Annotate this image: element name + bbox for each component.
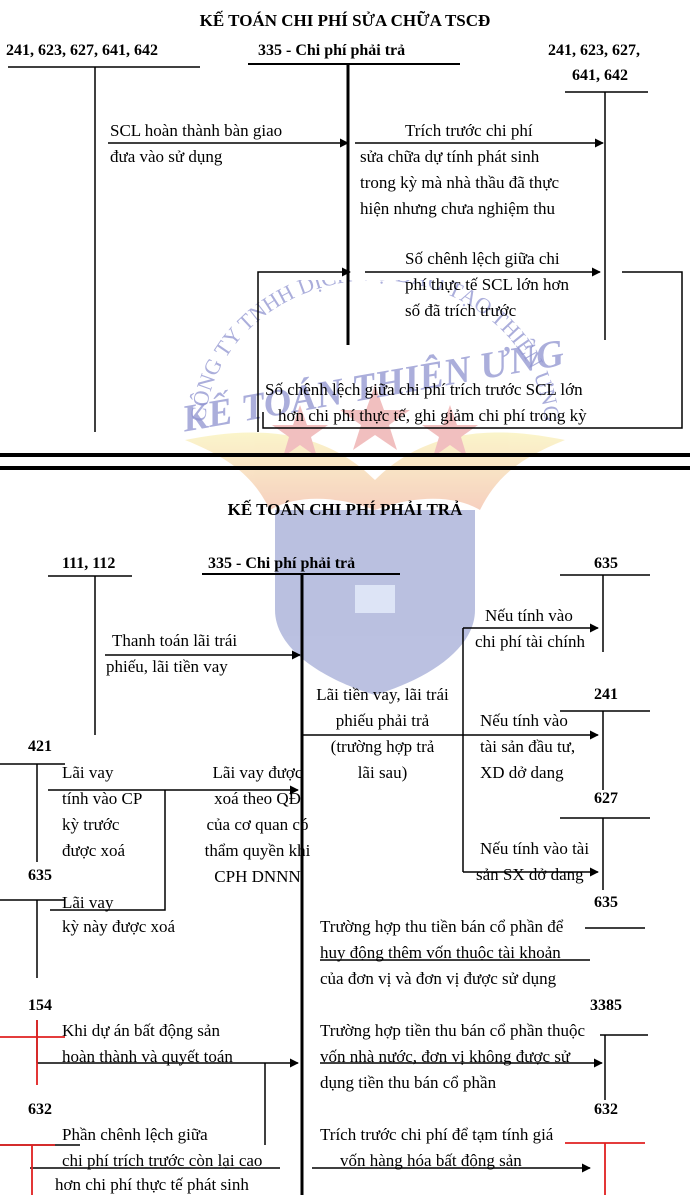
state-line2: vốn nhà nước, đơn vị không được sử — [320, 1047, 571, 1066]
account-label-3385: 3385 — [590, 997, 622, 1014]
flow-accrue-line4: hiện nhưng chưa nghiệm thu — [360, 199, 556, 218]
flow-excess-line3: số đã trích trước — [405, 301, 517, 320]
account-label-241: 241 — [594, 686, 618, 703]
right-wing-icon — [375, 432, 565, 510]
star-icon — [422, 405, 478, 457]
fin-line1: Nếu tính vào — [485, 606, 573, 625]
invest-line2: tài sản đầu tư, — [480, 737, 576, 756]
accr-cost-line1: Trích trước chi phí để tạm tính giá — [320, 1125, 554, 1144]
account-label-241-right-1: 241, 623, 627, — [548, 42, 640, 59]
interest-line3: (trường hợp trả — [330, 737, 435, 756]
project-line1: Khi dự án bất động sản — [62, 1021, 220, 1040]
account-label-627: 627 — [594, 790, 618, 807]
account-label-335-b: 335 - Chi phí phải trả — [208, 555, 356, 572]
state-line1: Trường hợp tiền thu bán cổ phần thuộc — [320, 1021, 586, 1040]
account-label-421: 421 — [28, 738, 52, 755]
accr-cost-line2: vốn hàng hóa bất động sản — [340, 1151, 522, 1170]
account-label-632-left: 632 — [28, 1101, 52, 1118]
flow-reduce-line1: Số chênh lệch giữa chi phí trích trước S… — [265, 380, 583, 399]
watermark-logo: CÔNG TY TNHH DỊCH VỤ ĐÀO TẠO THIÊN ƯNG K… — [178, 280, 567, 695]
account-label-632-right: 632 — [594, 1101, 618, 1118]
current-line1: Lãi vay — [62, 893, 114, 912]
share-line2: huy động thêm vốn thuộc tài khoản — [320, 943, 561, 962]
current-line2: kỳ này được xoá — [62, 917, 176, 936]
monitor-icon — [355, 585, 395, 613]
flow-complete-line1: SCL hoàn thành bàn giao — [110, 121, 283, 140]
invest-line1: Nếu tính vào — [480, 711, 568, 730]
star-icon — [272, 405, 328, 457]
account-label-154: 154 — [28, 997, 52, 1014]
waive-line3: của cơ quan có — [206, 815, 309, 834]
flow-accrue-line1: Trích trước chi phí — [405, 121, 533, 140]
state-line3: dụng tiền thu bán cổ phần — [320, 1073, 497, 1092]
waive-line2: xoá theo QĐ — [214, 789, 301, 808]
pay-line2: phiếu, lãi tiền vay — [106, 657, 228, 676]
section1-title: KẾ TOÁN CHI PHÍ SỬA CHỮA TSCĐ — [199, 11, 491, 30]
account-label-635-top: 635 — [594, 555, 618, 572]
flow-complete-line2: đưa vào sử dụng — [110, 147, 223, 166]
project-line2: hoàn thành và quyết toán — [62, 1047, 233, 1066]
flow-accrue-line3: trong kỳ mà nhà thầu đã thực — [360, 173, 559, 192]
account-label-111: 111, 112 — [62, 555, 116, 572]
waive-line1: Lãi vay được — [212, 763, 303, 782]
share-line3: của đơn vị và đơn vị được sử dụng — [320, 969, 557, 988]
diff-line2: chi phí trích trước còn lại cao — [62, 1151, 263, 1170]
section2-title: KẾ TOÁN CHI PHÍ PHẢI TRẢ — [227, 500, 463, 519]
prod-line2: sản SX dở dang — [476, 865, 584, 884]
flow-reduce-line2: hơn chi phí thực tế, ghi giảm chi phí tr… — [278, 406, 587, 425]
interest-line4: lãi sau) — [357, 763, 408, 782]
waive-line5: CPH DNNN — [214, 867, 301, 886]
account-label-335: 335 - Chi phí phải trả — [258, 42, 406, 59]
account-label-635-right: 635 — [594, 894, 618, 911]
share-line1: Trường hợp thu tiền bán cổ phần để — [320, 917, 564, 936]
prior-line3: kỳ trước — [62, 815, 120, 834]
flow-excess-line2: phí thực tế SCL lớn hơn — [405, 275, 569, 294]
shield-icon — [275, 510, 475, 695]
waive-line4: thẩm quyền khi — [204, 841, 311, 860]
prod-line1: Nếu tính vào tài — [480, 839, 590, 858]
diff-line1: Phần chênh lệch giữa — [62, 1125, 208, 1144]
diff-line3: hơn chi phí thực tế phát sinh — [55, 1175, 249, 1194]
pay-line1: Thanh toán lãi trái — [112, 631, 238, 650]
account-label-241-left: 241, 623, 627, 641, 642 — [6, 42, 158, 59]
prior-line4: được xoá — [62, 841, 126, 860]
prior-line1: Lãi vay — [62, 763, 114, 782]
fin-line2: chi phí tài chính — [475, 632, 586, 651]
account-label-635-left: 635 — [28, 867, 52, 884]
prior-line2: tính vào CP — [62, 789, 143, 808]
star-icon — [340, 385, 410, 450]
interest-line2: phiếu phải trả — [335, 711, 430, 730]
interest-line1: Lãi tiền vay, lãi trái — [316, 685, 449, 704]
flow-excess-line1: Số chênh lệch giữa chi — [405, 249, 560, 268]
flow-accrue-line2: sửa chữa dự tính phát sinh — [360, 147, 540, 166]
invest-line3: XD dở dang — [480, 763, 564, 782]
left-wing-icon — [185, 432, 375, 510]
account-label-241-right-2: 641, 642 — [572, 67, 628, 84]
